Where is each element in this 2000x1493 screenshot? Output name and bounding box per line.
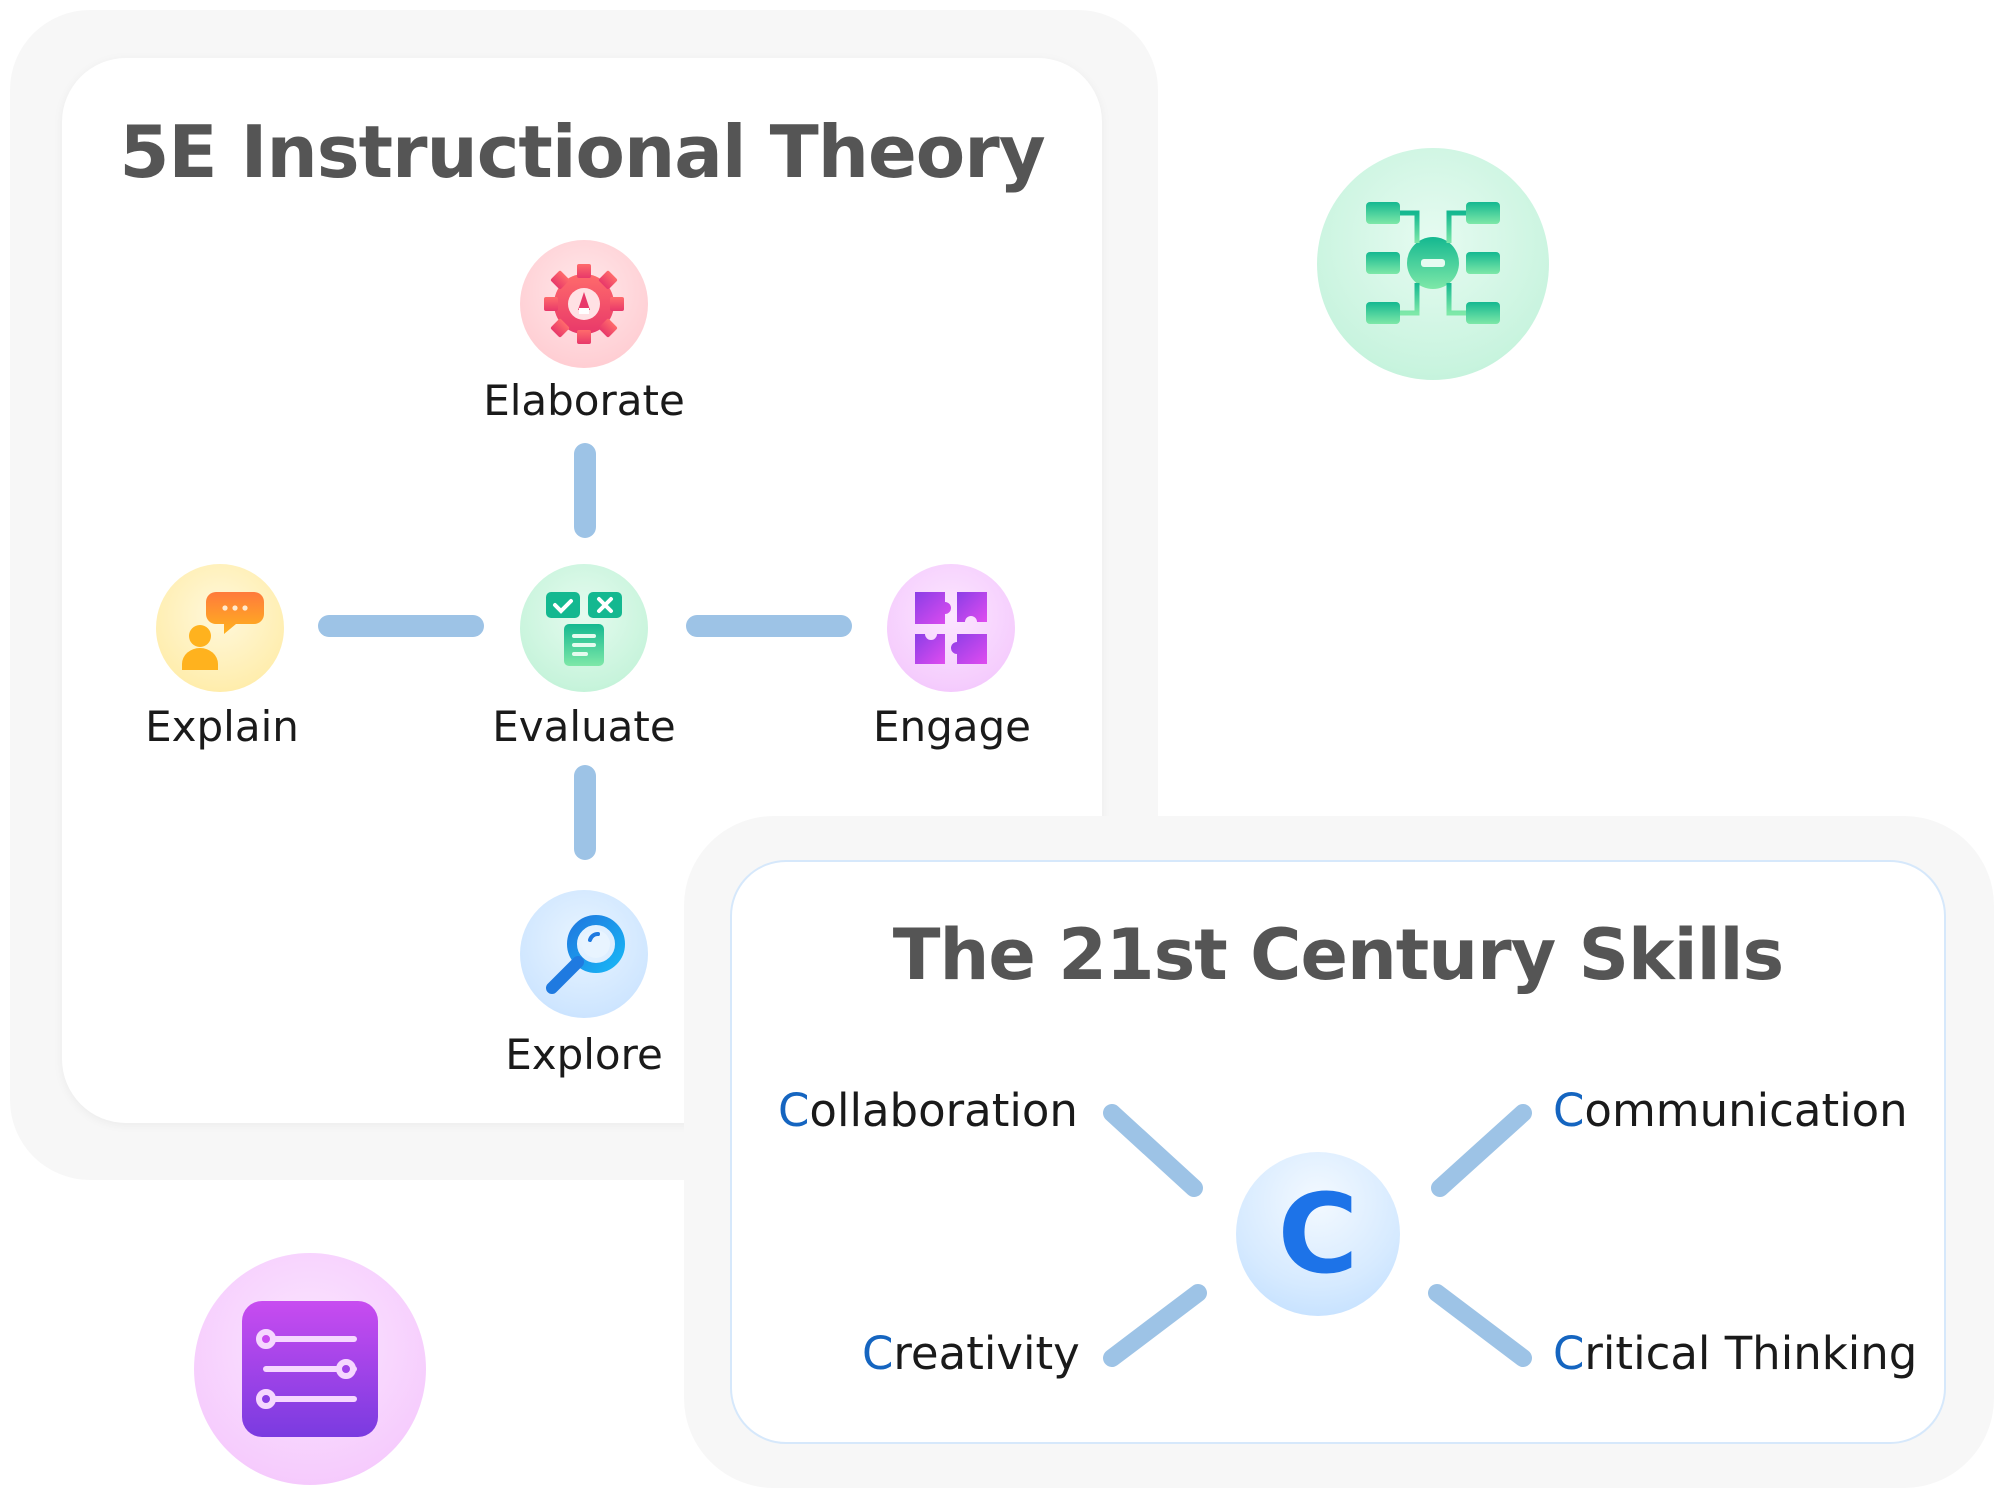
skill-communication: Communication — [1553, 1084, 1908, 1137]
engage-label: Engage — [872, 702, 1032, 751]
engage-node — [887, 564, 1015, 692]
evaluate-node — [520, 564, 648, 692]
connector-explain-evaluate — [318, 615, 484, 637]
skill-initial: C — [778, 1084, 810, 1137]
sliders-list-icon-circle — [194, 1253, 426, 1485]
skill-rest: ollaboration — [809, 1084, 1078, 1137]
evaluate-label: Evaluate — [492, 702, 676, 751]
explore-label: Explore — [505, 1030, 663, 1079]
connector-communication — [1431, 1104, 1532, 1197]
flowchart-icon-circle — [1317, 148, 1549, 380]
skill-rest: ommunication — [1584, 1084, 1908, 1137]
explain-node — [156, 564, 284, 692]
elaborate-node — [520, 240, 648, 368]
checklist-icon — [546, 592, 622, 666]
connector-critical-thinking — [1428, 1284, 1532, 1367]
theory-card-title: 5E Instructional Theory — [119, 110, 1045, 194]
connector-creativity — [1103, 1284, 1207, 1367]
puzzle-icon — [915, 592, 987, 664]
sliders-list-icon — [242, 1301, 378, 1437]
skill-critical-thinking: Critical Thinking — [1553, 1327, 1917, 1380]
gear-icon — [544, 264, 624, 344]
skill-collaboration: Collaboration — [778, 1084, 1078, 1137]
connector-collaboration — [1103, 1104, 1203, 1197]
skill-rest: ritical Thinking — [1584, 1327, 1918, 1380]
connector-elaborate-evaluate — [574, 443, 596, 538]
skill-initial: C — [1553, 1327, 1585, 1380]
skill-creativity: Creativity — [862, 1327, 1080, 1380]
center-c-badge: C — [1236, 1152, 1400, 1316]
skill-initial: C — [1553, 1084, 1585, 1137]
connector-evaluate-engage — [686, 615, 852, 637]
elaborate-label: Elaborate — [483, 376, 685, 425]
chat-person-icon — [182, 592, 264, 670]
explore-node — [520, 890, 648, 1018]
flowchart-icon — [1366, 202, 1500, 324]
skills-card: The 21st Century Skills — [730, 860, 1946, 1444]
magnifier-icon — [546, 915, 625, 994]
skill-initial: C — [862, 1327, 894, 1380]
skill-rest: reativity — [893, 1327, 1080, 1380]
connector-evaluate-explore — [574, 765, 596, 860]
skills-card-title: The 21st Century Skills — [892, 914, 1784, 996]
explain-label: Explain — [145, 702, 299, 751]
